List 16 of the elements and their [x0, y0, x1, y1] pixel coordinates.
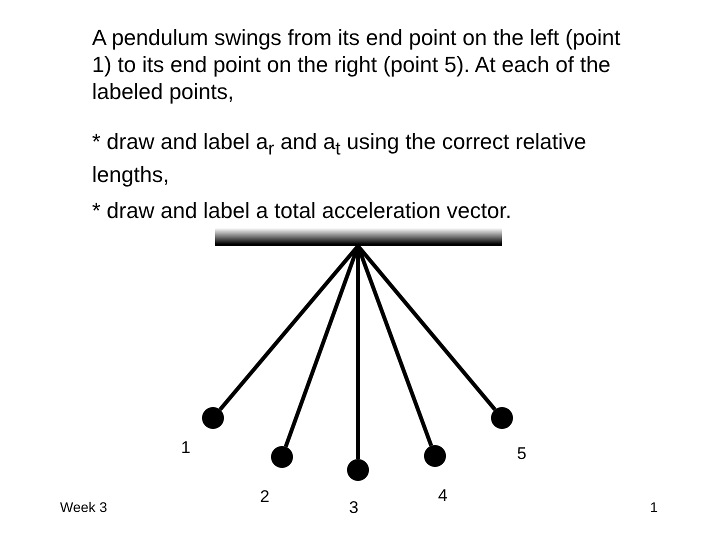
pendulum-bob [424, 445, 446, 467]
pendulum-bob [271, 446, 293, 468]
instruction-text: A pendulum swings from its end point on the left (point 1) to its end point on the right (point 5). At each of the labeled points, [92, 24, 622, 105]
instruction-text: * draw and label a$_{r}$ and a$_{t}$ using the correct relative lengths, [92, 128, 588, 188]
point-number: 5 [517, 444, 526, 464]
point-number: 2 [260, 487, 270, 507]
point-number: 4 [438, 486, 448, 506]
instruction-text: * draw and label a total acceleration vector. [92, 197, 512, 224]
pendulum-bob [491, 407, 513, 429]
page-number: 1 [650, 499, 658, 515]
point-number: 1 [181, 438, 190, 458]
point-number: 3 [349, 498, 358, 518]
ceiling-bar [215, 228, 502, 246]
pendulum-bob [202, 407, 224, 429]
pendulum-bob [347, 459, 369, 481]
footer-text: Week 3 [60, 499, 108, 515]
